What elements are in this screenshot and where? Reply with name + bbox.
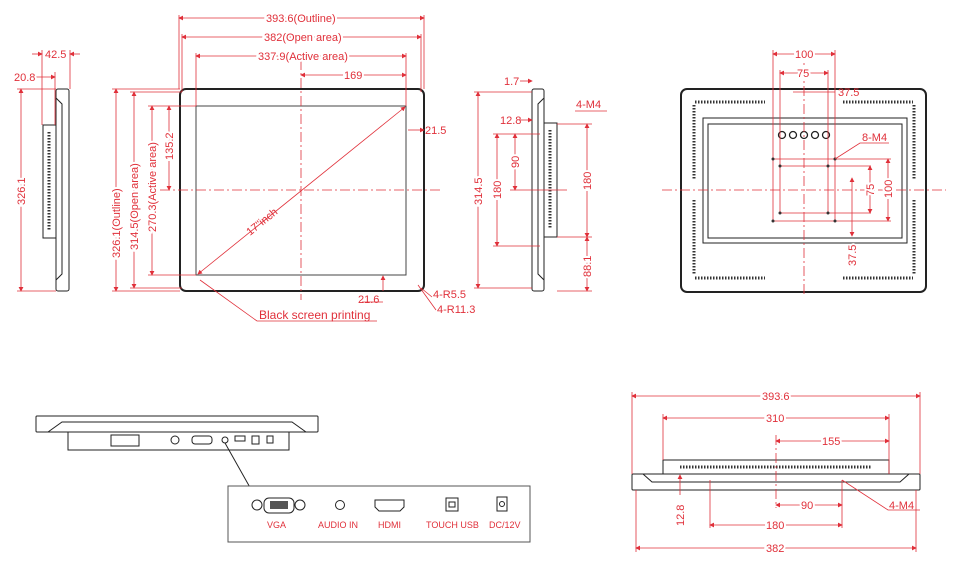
bottom-dimension-view: 393.6 310 155 90 180 382 12.8 4-M4 [631, 389, 921, 557]
v75-label: 75 [865, 184, 877, 196]
vga-connector-icon [251, 497, 306, 514]
bottom-border-label: 21.6 [358, 294, 379, 306]
connector-label: DC/12V [489, 520, 521, 530]
radius-inner-label: 4-R11.3 [437, 304, 475, 316]
box-width-label: 310 [766, 413, 784, 425]
open-width-label: 382(Open area) [264, 32, 342, 44]
half-holes-label: 90 [801, 500, 813, 512]
left-side-view: 42.5 20.8 326.1 [12, 49, 80, 292]
connector-label: TOUCH USB [426, 520, 479, 530]
depth-label: 42.5 [45, 49, 66, 61]
connector-label: HDMI [378, 520, 401, 530]
active-width-label: 337.9(Active area) [258, 51, 348, 63]
top-offset-label: 12.8 [500, 115, 521, 127]
bottom-offset-label: 88.1 [582, 256, 594, 277]
front-view: 17"inch 393.6(Outline) 382(Open area) 33… [109, 11, 475, 322]
hole-spacing-label: 180 [492, 181, 504, 199]
bottom-connector-view: VGA AUDIO IN HDMI TOUCH USB DC/12V [35, 415, 531, 543]
half-height-label: 135.2 [164, 132, 176, 160]
side-border-label: 21.5 [425, 125, 446, 137]
half-spacing-label: 90 [510, 156, 522, 168]
hdmi-port-icon [374, 499, 405, 512]
diagonal-line [197, 106, 406, 275]
holes-label: 8-M4 [862, 132, 887, 144]
box-height-label: 180 [582, 172, 594, 190]
outline-height-label: 326.1(Outline) [111, 188, 123, 258]
holes-label: 4-M4 [889, 500, 914, 512]
open-width-label: 382 [766, 543, 784, 555]
connector-label: AUDIO IN [318, 520, 358, 530]
connector-panel [227, 485, 531, 543]
top-offset-label: 37.5 [838, 87, 859, 99]
vesa-100-label: 100 [795, 49, 813, 61]
v100-label: 100 [883, 180, 895, 198]
holes-label: 4-M4 [576, 99, 601, 111]
half-box-label: 155 [822, 436, 840, 448]
usb-b-port-icon [445, 497, 459, 512]
offset-label: 1.7 [504, 76, 519, 88]
half-active-label: 169 [344, 70, 362, 82]
connector-label: VGA [267, 520, 286, 530]
bezel-depth-label: 20.8 [14, 72, 35, 84]
depth-label: 12.8 [675, 505, 687, 526]
radius-outer-label: 4-R5.5 [433, 289, 466, 301]
open-height-label: 314.5(Open area) [129, 163, 141, 250]
vesa-75-label: 75 [797, 68, 809, 80]
printing-note: Black screen printing [259, 308, 370, 322]
right-side-view: 1.7 314.5 12.8 180 90 180 88.1 4-M4 [471, 76, 607, 292]
outline-width-label: 393.6(Outline) [266, 13, 336, 25]
height-label: 314.5 [473, 177, 485, 205]
dc-jack-icon [496, 496, 508, 512]
back-view: 100 75 37.5 8-M4 75 100 37.5 [662, 47, 946, 296]
audio-jack-icon [335, 500, 345, 510]
height-label: 326.1 [16, 177, 28, 205]
outline-width-label: 393.6 [762, 391, 790, 403]
hole-spacing-label: 180 [766, 520, 784, 532]
active-height-label: 270.3(Active area) [147, 142, 159, 232]
bottom-offset-label: 37.5 [847, 245, 859, 266]
